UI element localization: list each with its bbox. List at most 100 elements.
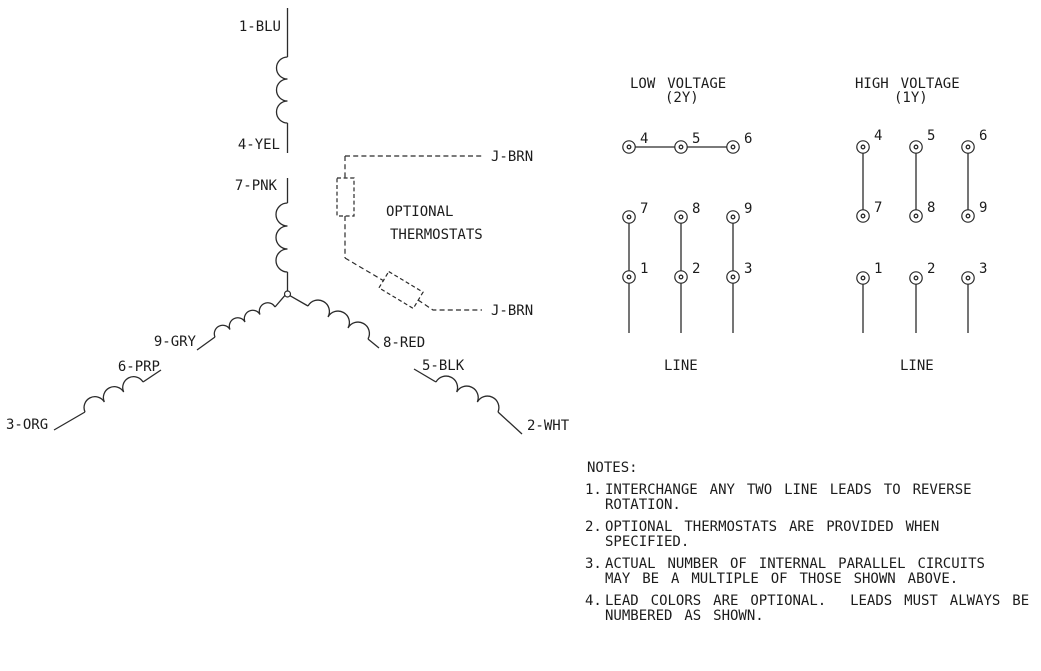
terminal-inner [730, 144, 736, 150]
terminal-label-low-5: 5 [692, 131, 700, 147]
lead-line-6prp [142, 369, 162, 383]
terminal-label-low-4: 4 [640, 131, 648, 147]
terminal-outer [726, 140, 740, 154]
terminal-outer [909, 209, 923, 223]
terminal-low-1 [622, 270, 636, 284]
terminal-outer [961, 140, 975, 154]
thermostat-wire-diagonal [344, 257, 385, 282]
lead-label-5blk: 5-BLK [422, 358, 465, 374]
terminal-label-high-2: 2 [927, 261, 935, 277]
thermostat-wire-bottom [417, 299, 482, 311]
terminal-inner [730, 274, 736, 280]
terminal-inner [913, 275, 919, 281]
terminal-inner [678, 274, 684, 280]
thermostat-lead-label-top: J-BRN [491, 149, 533, 165]
terminal-inner [860, 213, 866, 219]
terminal-inner [860, 275, 866, 281]
winding-coil-gry [213, 302, 276, 338]
terminal-outer [909, 140, 923, 154]
terminal-outer [856, 140, 870, 154]
terminal-outer [856, 209, 870, 223]
terminal-label-low-6: 6 [744, 131, 752, 147]
terminal-outer [726, 210, 740, 224]
terminal-high-3 [961, 271, 975, 285]
lead-label-8red: 8-RED [383, 335, 425, 351]
thermostat-symbol-lower [378, 270, 424, 310]
high-voltage-subtitle: (1Y) [894, 90, 928, 106]
terminal-outer [674, 140, 688, 154]
low-voltage-line-label: LINE [664, 358, 698, 374]
thermostat-symbol-upper [336, 177, 355, 217]
terminal-label-low-3: 3 [744, 261, 752, 277]
terminal-label-high-1: 1 [874, 261, 882, 277]
terminal-inner [678, 144, 684, 150]
terminal-low-6 [726, 140, 740, 154]
lead-label-2wht: 2-WHT [527, 418, 570, 434]
terminal-low-8 [674, 210, 688, 224]
high-voltage-title: HIGH VOLTAGE [855, 76, 960, 92]
terminal-high-8 [909, 209, 923, 223]
wire-center-to-red-coil [289, 295, 309, 307]
terminal-outer [674, 210, 688, 224]
terminal-label-low-8: 8 [692, 201, 700, 217]
winding-coil-top-lower [275, 202, 288, 273]
notes-block: NOTES: 1. INTERCHANGE ANY TWO LINE LEADS… [585, 460, 1029, 624]
terminal-outer [622, 210, 636, 224]
terminal-low-5 [674, 140, 688, 154]
terminal-label-high-4: 4 [874, 128, 882, 144]
terminal-high-1 [856, 271, 870, 285]
terminal-inner [626, 144, 632, 150]
terminal-inner [626, 274, 632, 280]
note-2-line-2: SPECIFIED. [605, 534, 689, 550]
terminal-label-low-7: 7 [640, 201, 648, 217]
terminal-inner [913, 144, 919, 150]
terminal-label-high-7: 7 [874, 200, 882, 216]
wye-winding-diagram: 1-BLU 4-YEL 7-PNK 9-GRY 6-PRP 3-ORG 8-RE… [6, 8, 570, 435]
low-voltage-subtitle: (2Y) [665, 90, 699, 106]
terminal-label-high-8: 8 [927, 200, 935, 216]
terminal-label-low-1: 1 [640, 261, 648, 277]
terminal-low-7 [622, 210, 636, 224]
terminal-high-5 [909, 140, 923, 154]
terminal-label-high-5: 5 [927, 128, 935, 144]
terminal-low-2 [674, 270, 688, 284]
terminal-inner [860, 144, 866, 150]
wire-center-to-gry-coil [274, 295, 286, 308]
terminal-high-9 [961, 209, 975, 223]
note-1-line-1: INTERCHANGE ANY TWO LINE LEADS TO REVERS… [605, 482, 972, 498]
note-4-line-1: LEAD COLORS ARE OPTIONAL. LEADS MUST ALW… [605, 593, 1029, 609]
high-voltage-line-label: LINE [900, 358, 934, 374]
terminal-label-low-9: 9 [744, 201, 752, 217]
terminal-outer [961, 271, 975, 285]
terminal-outer [622, 140, 636, 154]
lead-label-3org: 3-ORG [6, 417, 48, 433]
terminal-inner [730, 214, 736, 220]
lead-label-4yel: 4-YEL [238, 137, 280, 153]
terminal-low-3 [726, 270, 740, 284]
note-3-line-2: MAY BE A MULTIPLE OF THOSE SHOWN ABOVE. [605, 571, 958, 587]
terminal-high-7 [856, 209, 870, 223]
note-4-line-2: NUMBERED AS SHOWN. [605, 608, 764, 624]
winding-coil-prp [83, 376, 144, 413]
note-1-line-2: ROTATION. [605, 497, 681, 513]
terminal-high-4 [856, 140, 870, 154]
low-voltage-title: LOW VOLTAGE [630, 76, 726, 92]
thermostat-caption-line2: THERMOSTATS [390, 227, 483, 243]
lead-line-3org [53, 411, 86, 431]
lead-label-6prp: 6-PRP [118, 359, 160, 375]
terminal-inner [678, 214, 684, 220]
lead-line-8red [367, 338, 380, 349]
terminal-label-high-9: 9 [979, 200, 987, 216]
note-1-number: 1. [585, 482, 602, 498]
terminal-inner [965, 275, 971, 281]
terminal-outer [856, 271, 870, 285]
thermostat-caption-line1: OPTIONAL [386, 204, 453, 220]
note-3-line-1: ACTUAL NUMBER OF INTERNAL PARALLEL CIRCU… [605, 556, 985, 572]
terminal-outer [961, 209, 975, 223]
low-voltage-connection-diagram: LOW VOLTAGE (2Y) 4 5 6 7 8 9 1 2 [622, 76, 752, 374]
terminal-low-4 [622, 140, 636, 154]
terminal-inner [626, 214, 632, 220]
terminal-inner [913, 213, 919, 219]
